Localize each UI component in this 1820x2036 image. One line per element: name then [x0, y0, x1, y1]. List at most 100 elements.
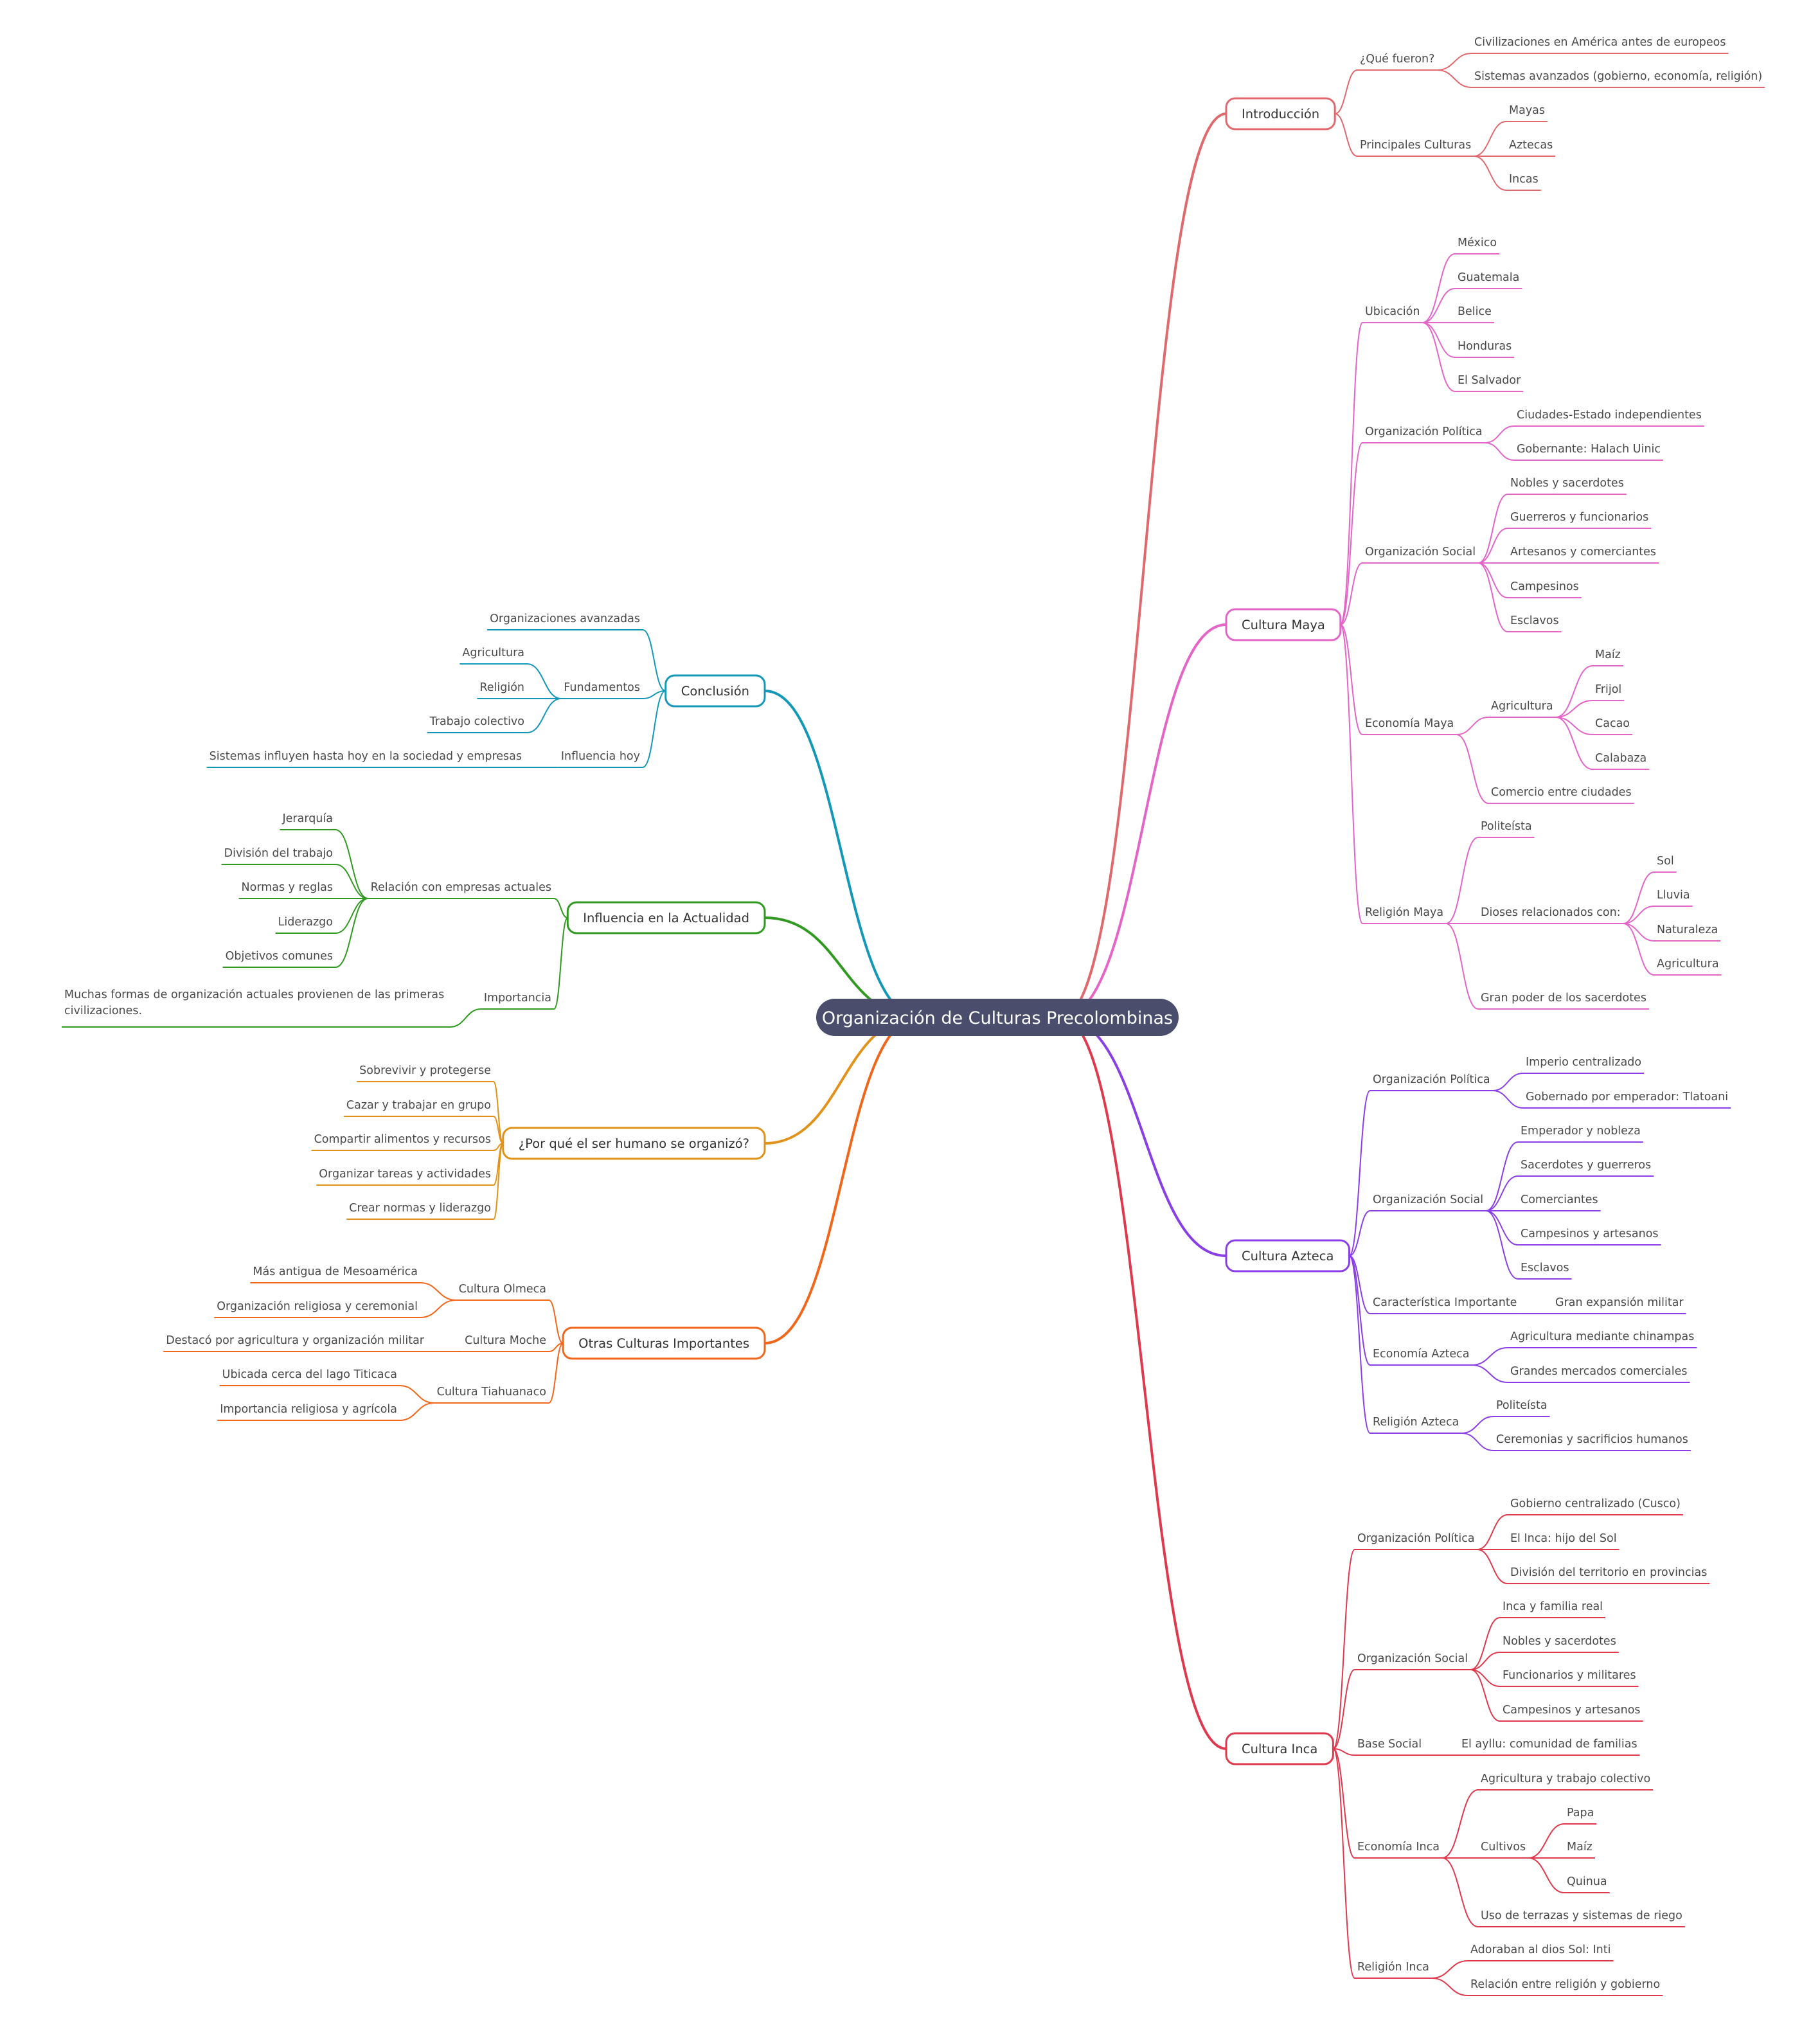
label-ciudades-estado-independientes[interactable]: Ciudades-Estado independientes [1517, 409, 1702, 422]
label-imperio-centralizado[interactable]: Imperio centralizado [1526, 1056, 1641, 1069]
label-base-social[interactable]: Base Social [1357, 1738, 1422, 1751]
label-esclavos[interactable]: Esclavos [1521, 1262, 1569, 1274]
label-emperador-y-nobleza[interactable]: Emperador y nobleza [1521, 1125, 1641, 1138]
label-maiz[interactable]: Maíz [1595, 648, 1621, 661]
label-gobierno-centralizado-cusco[interactable]: Gobierno centralizado (Cusco) [1510, 1497, 1681, 1510]
label-cultura-olmeca[interactable]: Cultura Olmeca [459, 1283, 546, 1296]
label-naturaleza[interactable]: Naturaleza [1657, 924, 1718, 936]
label-organizar-tareas-y-actividades[interactable]: Organizar tareas y actividades [319, 1168, 491, 1181]
label-honduras[interactable]: Honduras [1458, 340, 1512, 353]
label-gran-poder-de-los-sacerdotes[interactable]: Gran poder de los sacerdotes [1481, 992, 1646, 1005]
label-campesinos[interactable]: Campesinos [1510, 580, 1579, 593]
label-jerarquia[interactable]: Jerarquía [281, 812, 333, 825]
label-cultura-tiahuanaco[interactable]: Cultura Tiahuanaco [437, 1386, 546, 1398]
label-nobles-y-sacerdotes[interactable]: Nobles y sacerdotes [1503, 1635, 1616, 1648]
label-religion-inca[interactable]: Religión Inca [1357, 1961, 1429, 1974]
label-lluvia[interactable]: Lluvia [1657, 889, 1690, 902]
label-fundamentos[interactable]: Fundamentos [564, 681, 640, 694]
root-node[interactable]: Organización de Culturas Precolombinas [816, 999, 1179, 1036]
label-religion-maya[interactable]: Religión Maya [1365, 906, 1443, 919]
label-sol[interactable]: Sol [1657, 855, 1674, 868]
label-sistemas-influyen-hasta-hoy-en-la-sociedad-y-empresas[interactable]: Sistemas influyen hasta hoy en la socied… [210, 750, 522, 763]
label-quinua[interactable]: Quinua [1567, 1875, 1607, 1888]
topic-introduccion[interactable]: Introducción [1225, 97, 1336, 130]
label-mayas[interactable]: Mayas [1509, 104, 1545, 117]
label-organizacion-social[interactable]: Organización Social [1373, 1193, 1483, 1206]
label-sobrevivir-y-protegerse[interactable]: Sobrevivir y protegerse [359, 1064, 491, 1077]
label-ubicada-cerca-del-lago-titicaca[interactable]: Ubicada cerca del lago Titicaca [222, 1368, 397, 1381]
label-agricultura-mediante-chinampas[interactable]: Agricultura mediante chinampas [1510, 1330, 1694, 1343]
label-guatemala[interactable]: Guatemala [1458, 271, 1519, 284]
label-caracteristica-importante[interactable]: Característica Importante [1373, 1296, 1517, 1309]
label-organizacion-religiosa-y-ceremonial[interactable]: Organización religiosa y ceremonial [217, 1300, 418, 1313]
label-objetivos-comunes[interactable]: Objetivos comunes [226, 950, 333, 963]
topic-por-que-el-ser-humano-se-organizo[interactable]: ¿Por qué el ser humano se organizó? [502, 1127, 766, 1160]
label-division-del-trabajo[interactable]: División del trabajo [224, 847, 333, 860]
label-politeista[interactable]: Politeísta [1496, 1399, 1548, 1412]
label-gobernado-por-emperador-tlatoani[interactable]: Gobernado por emperador: Tlatoani [1526, 1091, 1728, 1103]
label-el-salvador[interactable]: El Salvador [1458, 374, 1521, 387]
label-belice[interactable]: Belice [1458, 305, 1492, 318]
label-normas-y-reglas[interactable]: Normas y reglas [242, 881, 333, 894]
label-organizacion-social[interactable]: Organización Social [1357, 1652, 1468, 1665]
importancia-text-line-1[interactable]: Muchas formas de organización actuales p… [64, 988, 444, 1001]
label-relacion-con-empresas-actuales[interactable]: Relación con empresas actuales [371, 881, 551, 894]
label-frijol[interactable]: Frijol [1595, 683, 1621, 696]
label-campesinos-y-artesanos[interactable]: Campesinos y artesanos [1503, 1704, 1641, 1717]
label-uso-de-terrazas-y-sistemas-de-riego[interactable]: Uso de terrazas y sistemas de riego [1481, 1909, 1682, 1922]
label-trabajo-colectivo[interactable]: Trabajo colectivo [429, 715, 524, 728]
label-politeista[interactable]: Politeísta [1481, 820, 1532, 833]
label-religion[interactable]: Religión [479, 681, 524, 694]
label-esclavos[interactable]: Esclavos [1510, 614, 1559, 627]
label-mas-antigua-de-mesoamerica[interactable]: Más antigua de Mesoamérica [253, 1265, 418, 1278]
label-gobernante-halach-uinic[interactable]: Gobernante: Halach Uinic [1517, 443, 1661, 456]
label-economia-maya[interactable]: Economía Maya [1365, 717, 1454, 730]
label-mexico[interactable]: México [1458, 237, 1497, 249]
label-religion-azteca[interactable]: Religión Azteca [1373, 1416, 1459, 1429]
topic-cultura-maya[interactable]: Cultura Maya [1225, 608, 1342, 641]
label-maiz[interactable]: Maíz [1567, 1841, 1592, 1853]
label-organizacion-politica[interactable]: Organización Política [1373, 1073, 1490, 1086]
label-economia-azteca[interactable]: Economía Azteca [1373, 1348, 1470, 1361]
label-agricultura[interactable]: Agricultura [462, 647, 524, 659]
label-papa[interactable]: Papa [1567, 1807, 1594, 1819]
topic-otras-culturas-importantes[interactable]: Otras Culturas Importantes [562, 1326, 766, 1360]
label-organizaciones-avanzadas[interactable]: Organizaciones avanzadas [490, 612, 640, 625]
label-el-inca-hijo-del-sol[interactable]: El Inca: hijo del Sol [1510, 1532, 1617, 1545]
label-agricultura[interactable]: Agricultura [1657, 958, 1719, 970]
label-inca-y-familia-real[interactable]: Inca y familia real [1503, 1600, 1603, 1613]
label-economia-inca[interactable]: Economía Inca [1357, 1841, 1440, 1853]
label-importancia[interactable]: Importancia [484, 992, 551, 1005]
label-cultivos[interactable]: Cultivos [1481, 1841, 1526, 1853]
importancia-text-line-2[interactable]: civilizaciones. [64, 1005, 142, 1017]
label-principales-culturas[interactable]: Principales Culturas [1360, 139, 1471, 152]
label-compartir-alimentos-y-recursos[interactable]: Compartir alimentos y recursos [314, 1133, 491, 1146]
topic-conclusion[interactable]: Conclusión [665, 674, 766, 708]
topic-cultura-inca[interactable]: Cultura Inca [1225, 1732, 1334, 1765]
label-grandes-mercados-comerciales[interactable]: Grandes mercados comerciales [1510, 1365, 1688, 1378]
label-calabaza[interactable]: Calabaza [1595, 752, 1646, 765]
topic-cultura-azteca[interactable]: Cultura Azteca [1225, 1239, 1350, 1272]
label-adoraban-al-dios-sol-inti[interactable]: Adoraban al dios Sol: Inti [1470, 1943, 1611, 1956]
label-campesinos-y-artesanos[interactable]: Campesinos y artesanos [1521, 1228, 1659, 1240]
label-aztecas[interactable]: Aztecas [1509, 139, 1553, 152]
label-sistemas-avanzados-gobierno-economia-religion[interactable]: Sistemas avanzados (gobierno, economía, … [1474, 70, 1762, 83]
label-cultura-moche[interactable]: Cultura Moche [465, 1334, 546, 1347]
label-destaco-por-agricultura-y-organizacion-militar[interactable]: Destacó por agricultura y organización m… [166, 1334, 425, 1347]
label-liderazgo[interactable]: Liderazgo [278, 916, 333, 929]
label-guerreros-y-funcionarios[interactable]: Guerreros y funcionarios [1510, 511, 1648, 524]
label-dioses-relacionados-con[interactable]: Dioses relacionados con: [1481, 906, 1621, 919]
label-division-del-territorio-en-provincias[interactable]: División del territorio en provincias [1510, 1566, 1707, 1579]
label-organizacion-social[interactable]: Organización Social [1365, 546, 1476, 558]
label-agricultura[interactable]: Agricultura [1491, 700, 1553, 713]
label-importancia-religiosa-y-agricola[interactable]: Importancia religiosa y agrícola [220, 1403, 397, 1416]
label-comerciantes[interactable]: Comerciantes [1521, 1193, 1598, 1206]
label-organizacion-politica[interactable]: Organización Política [1365, 425, 1483, 438]
label-funcionarios-y-militares[interactable]: Funcionarios y militares [1503, 1669, 1636, 1682]
label-incas[interactable]: Incas [1509, 173, 1539, 186]
label-ceremonias-y-sacrificios-humanos[interactable]: Ceremonias y sacrificios humanos [1496, 1433, 1688, 1446]
label-gran-expansion-militar[interactable]: Gran expansión militar [1555, 1296, 1684, 1309]
label-artesanos-y-comerciantes[interactable]: Artesanos y comerciantes [1510, 546, 1656, 558]
label-sacerdotes-y-guerreros[interactable]: Sacerdotes y guerreros [1521, 1159, 1651, 1172]
label-organizacion-politica[interactable]: Organización Política [1357, 1532, 1475, 1545]
